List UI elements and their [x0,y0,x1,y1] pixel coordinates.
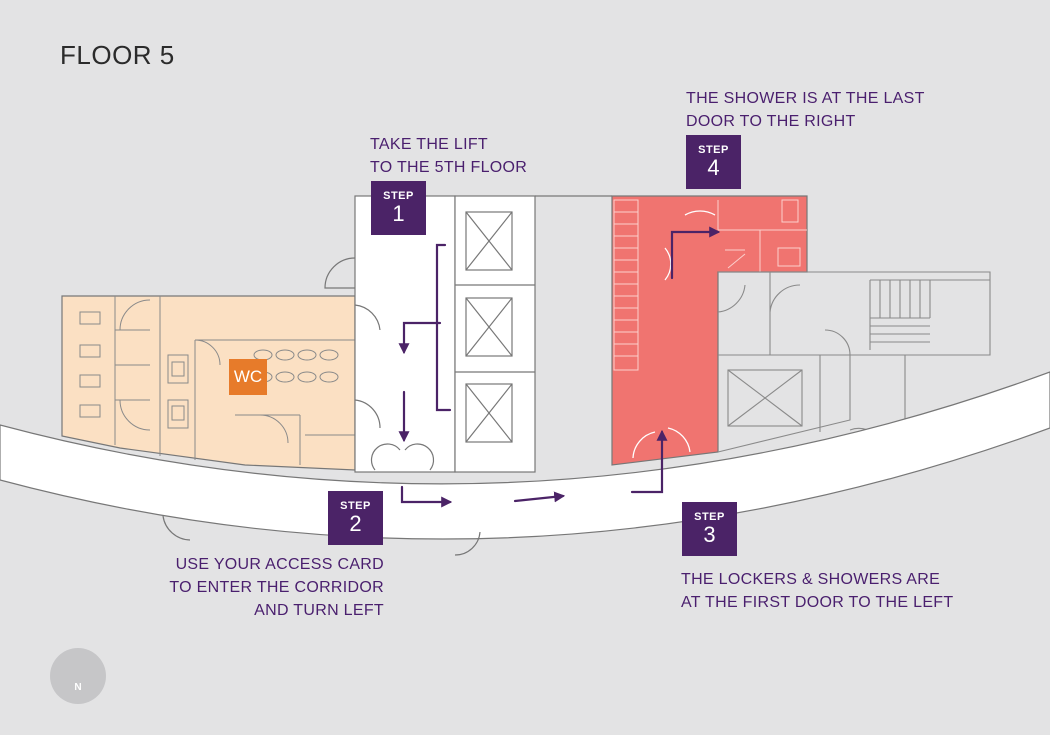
stair-icon [869,279,990,350]
right-rooms [717,271,991,453]
route-arrow-icon [670,226,721,280]
route-arrow-icon [398,321,442,355]
corridor-doors [162,515,481,556]
compass: N [50,648,106,704]
route-arrow-icon [630,429,668,494]
lift-icon [727,369,803,427]
lift-shafts [455,211,535,443]
route [398,226,721,508]
route-arrow-icon [400,485,453,508]
curved-corridor [0,371,1050,540]
wc-area [61,295,356,471]
route-arrow-icon [435,243,452,412]
shower-lockers-area [611,195,808,466]
wc-badge: WC [229,359,267,395]
compass-label: N [74,682,82,693]
floor-title: FLOOR 5 [60,40,175,70]
route-arrow-icon [513,491,566,503]
